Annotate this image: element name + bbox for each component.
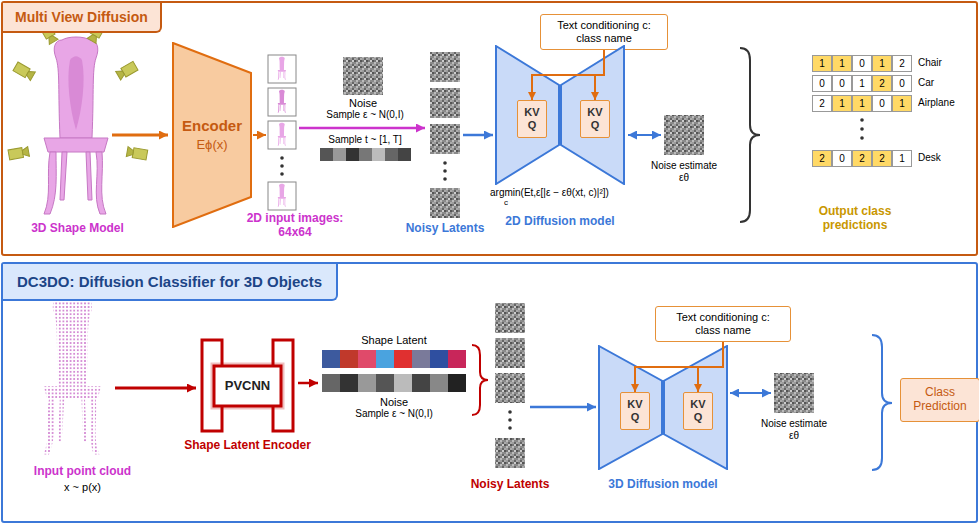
attention-box: KV Q <box>580 100 610 138</box>
table-dots <box>860 118 864 140</box>
class-name: Airplane <box>918 97 976 109</box>
arrow <box>112 134 168 137</box>
brace <box>740 48 760 222</box>
encoder-formula: Eϕ(x) <box>196 138 227 153</box>
panel-title: DC3DO: Diffusion Classifier for 3D Objec… <box>3 264 338 301</box>
prediction-box: Class Prediction <box>900 378 979 422</box>
noise-estimate <box>664 115 704 155</box>
noise-estimate <box>774 373 814 413</box>
model-label: 3D Diffusion model <box>578 478 748 492</box>
table-cell: 1 <box>832 95 852 112</box>
conditioning-arrow <box>532 50 604 100</box>
arrow <box>115 387 196 390</box>
note: Sample ε ~ N(0,I) <box>312 408 476 420</box>
shape-model <box>44 37 108 214</box>
attention-box: KV Q <box>620 392 650 430</box>
caption: Input point cloud <box>15 465 150 479</box>
conditioning-arrow <box>698 342 723 392</box>
arrow <box>298 382 318 385</box>
noise-image <box>343 57 383 95</box>
encoder-label: Encoder <box>182 117 242 134</box>
note: Sample ε ~ N(0,I) <box>303 109 427 121</box>
note: Noise estimate εθ <box>758 418 830 441</box>
model-label: 2D Diffusion model <box>475 215 645 229</box>
arrow <box>253 134 266 136</box>
prediction-label: Class Prediction <box>905 386 975 414</box>
timestep-bar <box>320 148 411 161</box>
table-cell: 1 <box>892 150 912 167</box>
note: Noise <box>322 396 466 409</box>
caption: Output class predictions <box>795 205 915 233</box>
conditioning-box: Text conditioning c: class name <box>655 306 791 342</box>
brace <box>872 335 892 470</box>
point-cloud <box>44 295 102 454</box>
arrow <box>299 127 425 130</box>
conditioning-arrow <box>635 342 723 392</box>
table-cell: 2 <box>852 150 872 167</box>
noisy-latents <box>495 303 525 468</box>
conditioning-box: Text conditioning c: class name <box>540 14 668 50</box>
note: Noise <box>338 97 388 110</box>
noisy-latents <box>430 52 460 218</box>
attention-label: KV Q <box>523 106 541 131</box>
diffusion-model: 3D Diffusion modelKV QKV Q <box>598 345 728 470</box>
table-cell: 1 <box>812 55 832 72</box>
note: x ~ p(x) <box>15 481 150 494</box>
shape-latent-bar <box>322 350 466 368</box>
class-name: Car <box>918 77 976 89</box>
conditioning-label: Text conditioning c: class name <box>667 311 779 336</box>
attention-box: KV Q <box>683 392 713 430</box>
table-cell: 0 <box>812 75 832 92</box>
arrow <box>463 134 493 137</box>
table-cell: 2 <box>812 150 832 167</box>
table-cell: 0 <box>872 95 892 112</box>
table-cell: 1 <box>852 95 872 112</box>
table-cell: 1 <box>832 55 852 72</box>
encoder-caption: Shape Latent Encoder <box>172 439 323 453</box>
formula-subscript: c <box>499 198 513 207</box>
formula: argmin(Et,ε[|ε − εθ(xt, c)|²]) <box>490 187 665 199</box>
encoder-trapezoid: EncoderEϕ(x) <box>172 42 252 228</box>
attention-label: KV Q <box>626 398 644 423</box>
brace <box>472 345 488 415</box>
arrow <box>730 392 771 394</box>
conditioning-label: Text conditioning c: class name <box>549 19 659 44</box>
table-cell: 0 <box>892 75 912 92</box>
arrow <box>628 134 661 136</box>
conditioning-arrow <box>595 50 604 100</box>
attention-label: KV Q <box>586 106 604 131</box>
table-cell: 2 <box>872 75 892 92</box>
attention-box: KV Q <box>517 100 547 138</box>
noise-bar <box>322 374 466 392</box>
panel-title: Multi View Diffusion <box>3 3 162 33</box>
table-cell: 1 <box>872 55 892 72</box>
caption: Noisy Latents <box>395 222 495 236</box>
arrow <box>530 406 596 409</box>
table-cell: 0 <box>832 75 852 92</box>
note: Shape Latent <box>322 334 466 347</box>
table-cell: 0 <box>852 55 872 72</box>
diffusion-model: 2D Diffusion modelKV QKV Q <box>495 45 625 185</box>
class-name: Chair <box>918 57 976 69</box>
cameras <box>8 21 148 160</box>
table-cell: 1 <box>852 75 872 92</box>
caption: Noisy Latents <box>460 478 560 492</box>
table-cell: 0 <box>832 150 852 167</box>
note: Noise estimate εθ <box>648 160 720 183</box>
table-cell: 2 <box>872 150 892 167</box>
input-images <box>268 55 296 210</box>
encoder-label: PVCNN <box>214 366 281 406</box>
table-cell: 1 <box>892 95 912 112</box>
class-name: Desk <box>918 152 976 164</box>
caption: 3D Shape Model <box>20 222 135 236</box>
attention-label: KV Q <box>689 398 707 423</box>
table-cell: 2 <box>812 95 832 112</box>
note: Sample t ~ [1, T] <box>303 134 427 146</box>
caption: 2D input images: 64x64 <box>240 212 350 240</box>
table-cell: 2 <box>892 55 912 72</box>
pvcnn-encoder: PVCNNShape Latent Encoder <box>200 338 295 433</box>
